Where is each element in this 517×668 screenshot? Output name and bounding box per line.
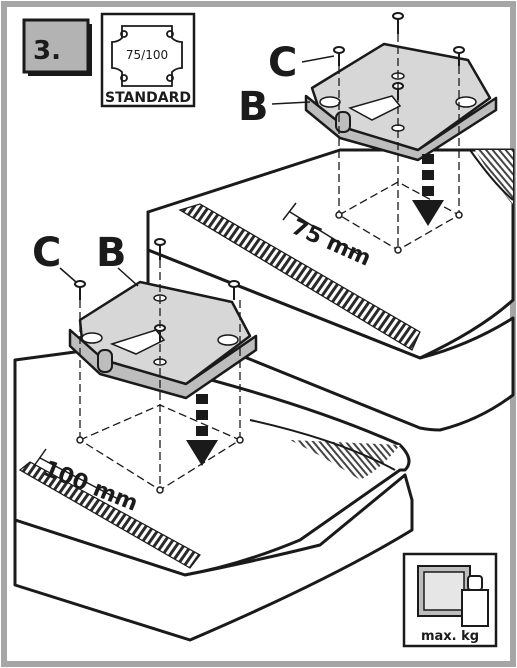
vesa-standard-label: STANDARD	[105, 90, 191, 106]
vesa-standard-badge	[100, 12, 196, 108]
vesa-size-text: 75/100	[126, 48, 168, 62]
label-b-lower: B	[96, 230, 127, 276]
screw-icon	[228, 280, 240, 300]
vesa-plate-icon	[111, 25, 183, 87]
step-number-box	[22, 18, 92, 76]
screw-icon	[333, 46, 345, 66]
screw-icon	[154, 238, 166, 260]
label-c-lower: C	[32, 230, 61, 276]
upper-mount-plate	[304, 42, 498, 162]
upper-device-front	[146, 210, 515, 432]
label-c-upper: C	[268, 40, 297, 86]
lower-vent	[18, 461, 201, 569]
dimension-75-line	[282, 202, 359, 255]
screw-icon	[453, 46, 465, 66]
monitor-weight-icon	[417, 565, 489, 627]
mounting-holes	[76, 211, 463, 494]
screw-icon	[392, 12, 404, 34]
max-weight-label: max. kg	[421, 629, 479, 644]
screw-icon	[74, 280, 86, 300]
upper-vent	[178, 203, 421, 351]
lower-device-front	[13, 473, 414, 642]
lower-hatch	[290, 440, 400, 480]
label-b-upper: B	[238, 84, 269, 130]
upper-down-arrow	[412, 154, 444, 226]
max-weight-badge	[402, 552, 498, 648]
step-number: 3.	[33, 36, 61, 66]
upper-screws	[333, 12, 465, 100]
lower-down-arrow	[186, 394, 218, 466]
dimension-100-line	[33, 448, 121, 501]
